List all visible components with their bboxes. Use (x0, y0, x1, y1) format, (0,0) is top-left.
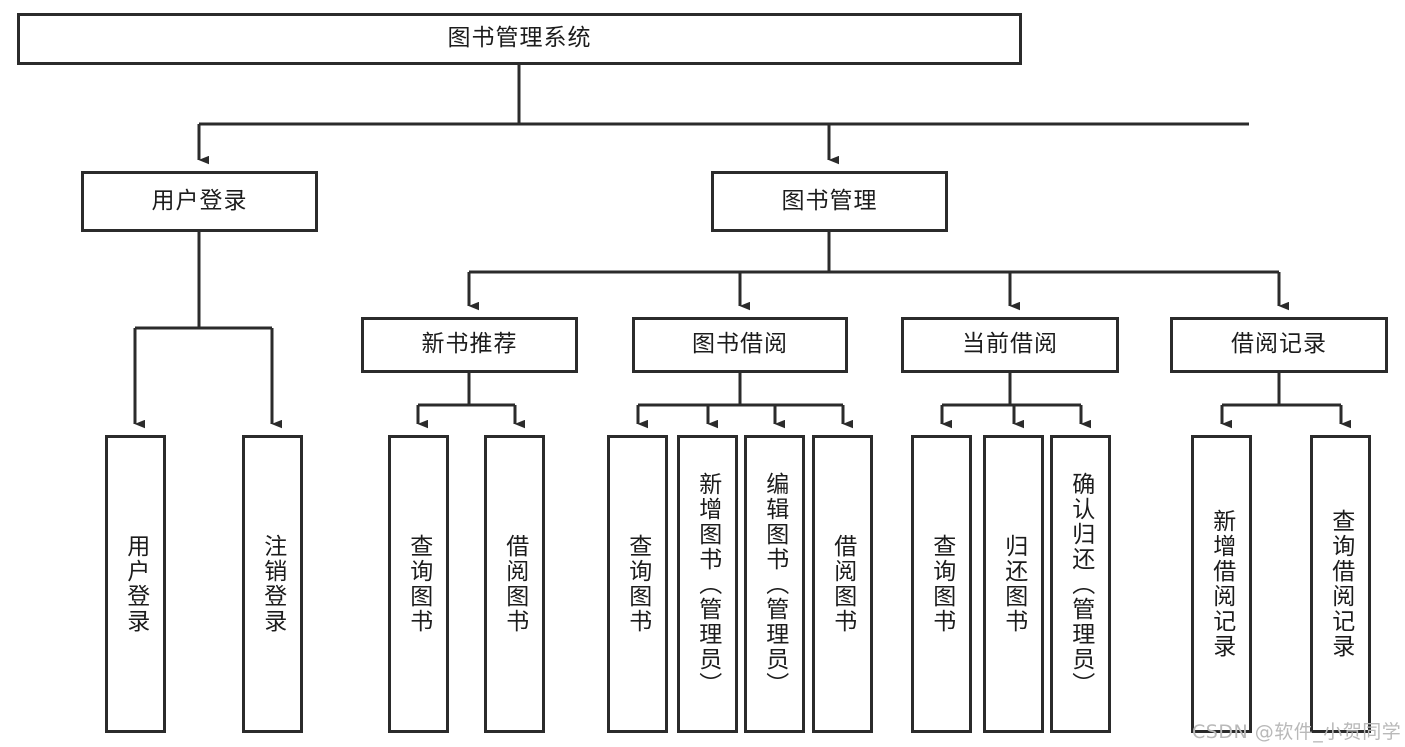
node-book-management-label: 图书管理 (781, 187, 878, 214)
leaf-query-book-newbook-label: 查询图书 (405, 534, 432, 634)
node-root-label: 图书管理系统 (447, 25, 592, 52)
node-new-book-recommendation[interactable]: 新书推荐 (361, 317, 578, 373)
node-current-borrow-label: 当前借阅 (962, 331, 1058, 358)
node-user-login[interactable]: 用户登录 (81, 171, 318, 232)
leaf-add-borrow-record-label: 新增借阅记录 (1208, 509, 1235, 659)
leaf-query-book-borrow-label: 查询图书 (624, 534, 651, 634)
leaf-confirm-return-admin-label: 确认归还（管理员） (1067, 471, 1094, 697)
leaf-query-book-current[interactable]: 查询图书 (911, 435, 972, 733)
leaf-query-book-current-label: 查询图书 (928, 534, 955, 634)
leaf-user-login-label: 用户登录 (122, 534, 149, 634)
leaf-add-book-admin[interactable]: 新增图书（管理员） (677, 435, 738, 733)
leaf-query-book-newbook[interactable]: 查询图书 (388, 435, 449, 733)
node-borrow-record-label: 借阅记录 (1231, 331, 1327, 358)
node-new-book-recommendation-label: 新书推荐 (421, 331, 518, 358)
leaf-edit-book-admin-label: 编辑图书（管理员） (761, 471, 788, 697)
leaf-user-login[interactable]: 用户登录 (105, 435, 166, 733)
leaf-logout[interactable]: 注销登录 (242, 435, 303, 733)
leaf-borrow-book[interactable]: 借阅图书 (812, 435, 873, 733)
leaf-query-borrow-record[interactable]: 查询借阅记录 (1310, 435, 1371, 733)
leaf-borrow-book-newbook-label: 借阅图书 (501, 534, 528, 634)
node-book-management[interactable]: 图书管理 (711, 171, 948, 232)
leaf-query-book-borrow[interactable]: 查询图书 (607, 435, 668, 733)
leaf-return-book[interactable]: 归还图书 (983, 435, 1044, 733)
leaf-confirm-return-admin[interactable]: 确认归还（管理员） (1050, 435, 1111, 733)
leaf-borrow-book-newbook[interactable]: 借阅图书 (484, 435, 545, 733)
node-book-borrow[interactable]: 图书借阅 (632, 317, 848, 373)
leaf-add-book-admin-label: 新增图书（管理员） (694, 471, 721, 697)
node-borrow-record[interactable]: 借阅记录 (1170, 317, 1388, 373)
node-current-borrow[interactable]: 当前借阅 (901, 317, 1119, 373)
node-book-borrow-label: 图书借阅 (692, 331, 788, 358)
leaf-return-book-label: 归还图书 (1000, 534, 1027, 634)
leaf-logout-label: 注销登录 (259, 534, 286, 634)
node-root-book-management-system[interactable]: 图书管理系统 (17, 13, 1022, 65)
leaf-query-borrow-record-label: 查询借阅记录 (1327, 509, 1354, 659)
leaf-borrow-book-label: 借阅图书 (829, 534, 856, 634)
leaf-edit-book-admin[interactable]: 编辑图书（管理员） (744, 435, 805, 733)
leaf-add-borrow-record[interactable]: 新增借阅记录 (1191, 435, 1252, 733)
node-user-login-label: 用户登录 (151, 187, 248, 214)
